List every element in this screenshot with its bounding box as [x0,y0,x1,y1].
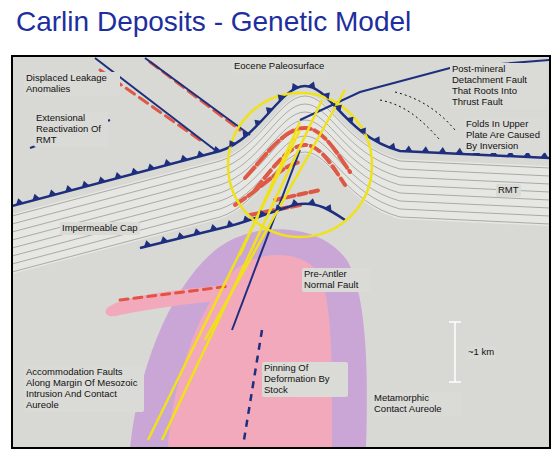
annotation-label: Displaced Leakage Anomalies [24,72,120,96]
thrust-tooth [422,146,430,152]
thrust-tooth [266,107,273,114]
thrust-tooth [405,145,413,151]
thrust-tooth [456,148,464,154]
thrust-tooth [227,220,235,227]
diagram-title: Carlin Deposits - Genetic Model [16,6,411,38]
thrust-tooth [147,163,155,170]
thrust-tooth [164,159,172,166]
thrust-tooth [65,185,73,192]
ore-zones [100,62,350,300]
thrust-tooth [323,92,330,99]
section-ground [12,56,550,448]
thrust-tooth [213,146,221,153]
thrust-tooth [388,143,396,150]
thrust-tooth [32,194,40,201]
scale-bar [449,322,461,382]
thrust-tooth [243,131,250,138]
thrust-tooth [347,117,354,124]
dashed-feeder [244,330,262,440]
thrust-tooth [98,176,106,183]
annotation-label: ~1 km [466,346,496,359]
thrust-tooth [335,105,342,112]
thrust-tooth [193,228,201,235]
thrust-tooth [82,181,90,188]
annotation-label: Eocene Paleosurface [232,60,326,73]
annotation-label: Metamorphic Contact Aureole [372,392,462,416]
thrust-tooth [243,215,251,222]
annotation-label: Folds In Upper Plate Are Caused By Inver… [464,118,546,153]
thrust-tooth [254,120,261,127]
annotation-label: Pre-Antler Normal Fault [302,268,370,292]
thrust-tooth [359,127,366,134]
thrust-tooth [131,168,139,175]
thrust-teeth [144,198,332,247]
thrust-tooth [177,232,185,239]
highlight-circle [228,93,372,237]
thrust-tooth [16,198,24,205]
fold-traces [380,92,455,140]
thrust-tooth [308,82,315,89]
thrust-tooth [439,147,447,153]
annotation-label: Pinning Of Deformation By Stock [262,362,348,397]
annotation-label: Extensional Reactivation Of RMT [34,112,108,147]
thrust-tooth [373,136,380,143]
annotation-label: Accommodation Faults Along Margin Of Mes… [24,366,144,412]
thrust-tooth [210,224,218,231]
thrust-tooth [292,83,299,90]
thrust-tooth [49,190,57,197]
section-frame [12,56,550,448]
annotation-label: Post-mineral Detachment Fault That Roots… [450,63,546,109]
annotation-label: RMT [496,184,521,197]
thrust-tooth [144,240,152,247]
faults [30,58,549,330]
thrust-tooth [115,172,123,179]
thrust-tooth [259,210,267,217]
thrust-tooth [308,198,316,205]
thrust-tooth [324,204,331,211]
thrust-tooth [291,199,299,206]
annotation-label: Impermeable Cap [60,222,140,235]
thrust-tooth [180,155,188,162]
thrust-tooth [197,150,205,157]
thrust-tooth [160,236,168,243]
thrust-tooth [278,95,285,102]
thrust-tooth [275,204,283,211]
thrust-tooth [229,140,236,147]
